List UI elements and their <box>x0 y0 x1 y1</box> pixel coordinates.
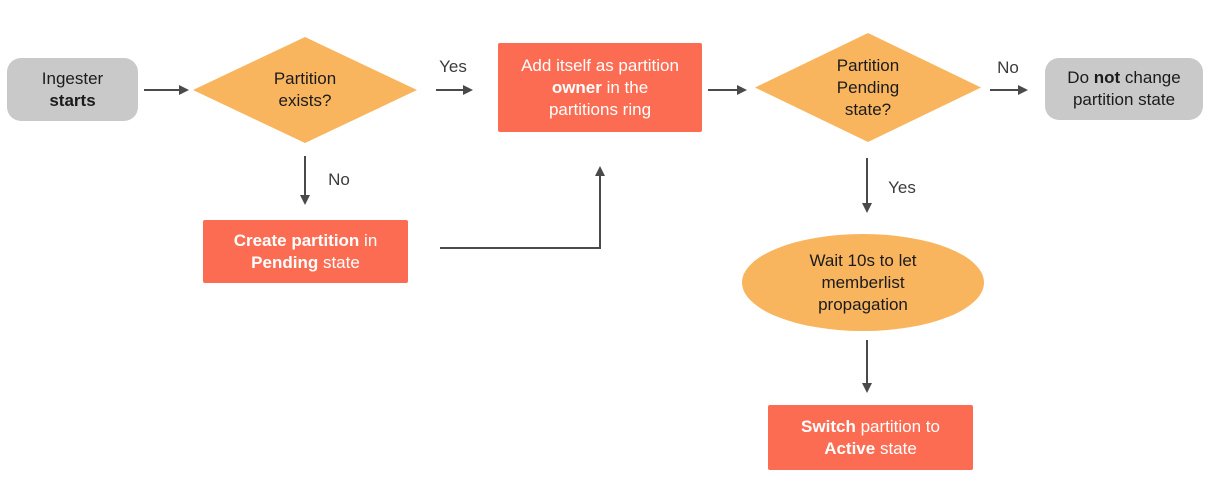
connector-create-to-owner-vertical <box>599 175 601 249</box>
arrowhead-up-icon <box>595 166 605 176</box>
arrowhead-right-icon <box>737 85 747 95</box>
connector-create-to-owner-horizontal <box>440 247 601 249</box>
connector-exists-no <box>304 156 306 196</box>
arrowhead-right-icon <box>463 85 473 95</box>
arrowhead-down-icon <box>862 383 872 393</box>
connector-exists-yes <box>436 89 464 91</box>
edge-label-no: No <box>997 58 1019 77</box>
arrowhead-down-icon <box>862 203 872 213</box>
connector-pending-yes <box>866 158 868 204</box>
connector-pending-no <box>990 89 1019 91</box>
arrowhead-right-icon <box>179 85 189 95</box>
connector-owner-to-pending <box>708 89 738 91</box>
connector-wait-to-switch <box>866 340 868 384</box>
connector-start-to-exists <box>144 89 180 91</box>
edge-label-no: No <box>328 170 350 189</box>
arrowhead-down-icon <box>300 195 310 205</box>
arrowhead-right-icon <box>1018 85 1028 95</box>
edge-label-yes: Yes <box>439 57 467 76</box>
edge-label-yes: Yes <box>888 178 916 197</box>
